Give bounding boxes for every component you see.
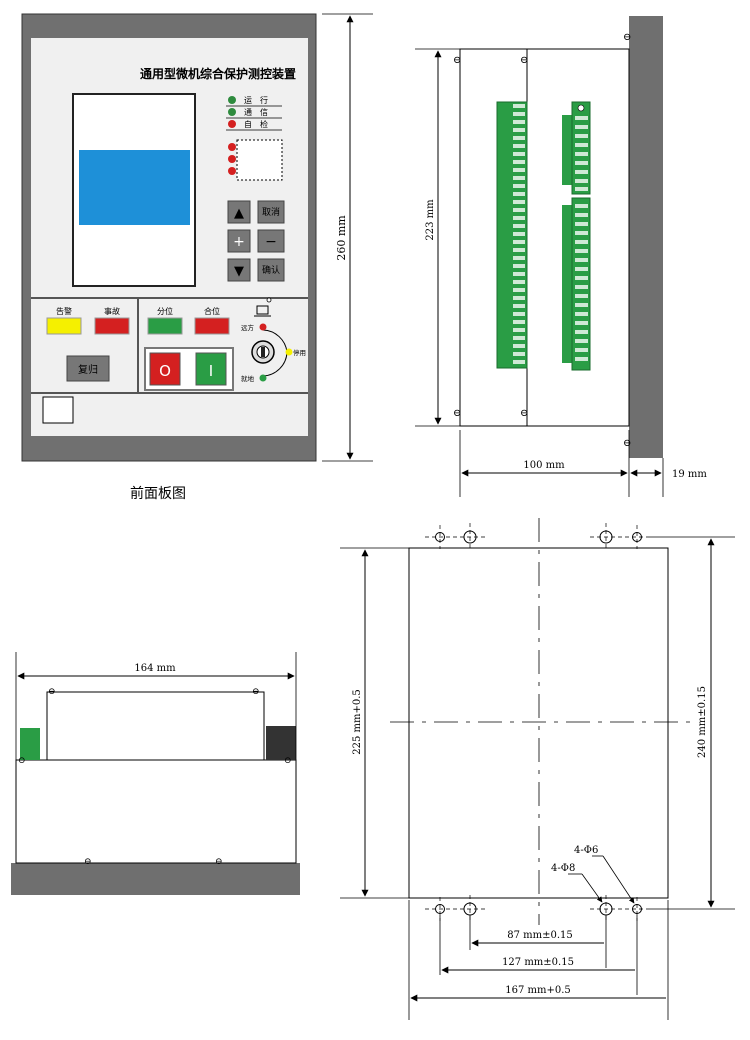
dim-text-100: 100 mm xyxy=(523,460,565,471)
svg-text:⊖: ⊖ xyxy=(18,756,26,766)
led-comm xyxy=(228,108,236,116)
front-panel-caption: 前面板图 xyxy=(130,485,186,502)
key-down-icon: ▼ xyxy=(234,264,244,279)
side-screws: ⊖ ⊖ ⊖ ⊖ ⊖ ⊖ xyxy=(453,32,631,449)
dim-text-167: 167 mm+0.5 xyxy=(505,985,571,996)
alarm-lamp xyxy=(46,317,82,335)
indicator-comm-label: 通 信 xyxy=(244,107,268,117)
svg-text:⊖: ⊖ xyxy=(453,408,461,419)
remote-led xyxy=(259,323,267,331)
led-red-2 xyxy=(228,155,236,163)
key-plus[interactable] xyxy=(227,229,251,253)
svg-text:⊖: ⊖ xyxy=(84,857,92,867)
key-minus[interactable] xyxy=(257,229,285,253)
terminal-block-right-upper xyxy=(562,101,591,195)
key-up[interactable] xyxy=(227,200,251,224)
svg-text:⊖: ⊖ xyxy=(453,55,461,66)
device-title: 通用型微机综合保护测控装置 xyxy=(140,66,296,81)
on-button[interactable] xyxy=(195,352,227,386)
local-label: 就地 xyxy=(241,374,255,383)
dim-text-87: 87 mm±0.15 xyxy=(507,930,573,941)
hole-small-label: 4-Φ6 xyxy=(574,845,598,856)
svg-text:⊖: ⊖ xyxy=(48,687,56,697)
indicator-run-label: 运 行 xyxy=(244,95,268,105)
dim-text-225: 225 mm+0.5 xyxy=(352,689,363,755)
svg-text:⊖: ⊖ xyxy=(284,756,292,766)
keypad: ▲ 取消 + − ▼ 确认 xyxy=(227,200,285,282)
dim-text-164: 164 mm xyxy=(134,663,176,674)
top-view-terminal xyxy=(20,728,40,760)
disable-led xyxy=(285,348,293,356)
dim-text-240: 240 mm±0.15 xyxy=(697,686,708,758)
close-position-label: 合位 xyxy=(204,306,220,316)
front-panel: 通用型微机综合保护测控装置 运 行 通 信 自 检 ▲ 取消 + xyxy=(21,13,373,502)
top-view-connector xyxy=(266,726,296,760)
alarm-label: 告警 xyxy=(56,306,72,316)
open-position-lamp xyxy=(147,317,183,335)
dim-text-260: 260 mm xyxy=(335,215,348,261)
panel-cutout xyxy=(408,547,669,899)
led-red-1 xyxy=(228,143,236,151)
off-symbol: O xyxy=(159,362,171,380)
top-view-rear xyxy=(46,691,265,761)
indicator-selftest-label: 自 检 xyxy=(244,119,268,129)
mounting-wall xyxy=(629,16,663,458)
key-cancel[interactable] xyxy=(257,200,285,224)
key-plus-icon: + xyxy=(233,234,245,250)
status-indicators: 运 行 通 信 自 检 xyxy=(226,95,282,131)
reset-button[interactable] xyxy=(66,355,110,382)
key-down[interactable] xyxy=(227,258,251,282)
top-view: ⊖ ⊖ ⊖ ⊖ ⊖ ⊖ 164 mm xyxy=(11,652,300,895)
led-red-3 xyxy=(228,167,236,175)
top-view-wall xyxy=(11,863,300,895)
svg-text:⊖: ⊖ xyxy=(252,687,260,697)
top-view-case xyxy=(15,759,297,864)
key-confirm[interactable] xyxy=(257,258,285,282)
local-led xyxy=(259,374,267,382)
svg-text:⊖: ⊖ xyxy=(623,438,631,449)
label-window xyxy=(236,139,283,181)
lock-icon xyxy=(256,305,269,315)
led-selftest xyxy=(228,120,236,128)
terminal-block-left xyxy=(496,101,528,369)
svg-text:⊖: ⊖ xyxy=(520,55,528,66)
remote-label: 远方 xyxy=(241,323,255,332)
cutout-drawing: 225 mm+0.5 240 mm±0.15 4-Φ6 4-Φ8 87 mm±0… xyxy=(340,518,735,1020)
open-position-label: 分位 xyxy=(157,306,173,316)
fault-label: 事故 xyxy=(104,306,120,316)
svg-text:⊖: ⊖ xyxy=(215,857,223,867)
dim-text-19: 19 mm xyxy=(672,469,707,480)
led-run xyxy=(228,96,236,104)
key-switch[interactable]: 远方 就地 停用 xyxy=(241,297,306,383)
off-button[interactable] xyxy=(149,352,181,386)
label-box xyxy=(42,396,74,424)
svg-text:⊖: ⊖ xyxy=(623,32,631,43)
svg-text:⊖: ⊖ xyxy=(520,408,528,419)
close-position-lamp xyxy=(194,317,230,335)
top-view-screws: ⊖ ⊖ ⊖ ⊖ ⊖ ⊖ xyxy=(18,687,292,867)
key-minus-icon: − xyxy=(265,234,277,250)
dim-text-127: 127 mm±0.15 xyxy=(502,957,574,968)
key-cancel-label: 取消 xyxy=(262,206,280,218)
key-confirm-label: 确认 xyxy=(262,264,280,276)
reset-label: 复归 xyxy=(78,363,98,376)
fault-lamp xyxy=(94,317,130,335)
side-view: ⊖ ⊖ ⊖ ⊖ ⊖ ⊖ 223 mm xyxy=(415,16,707,497)
hole-large-label: 4-Φ8 xyxy=(551,863,575,874)
disable-label: 停用 xyxy=(293,348,306,357)
terminal-block-right-lower xyxy=(562,197,591,371)
on-symbol: I xyxy=(209,362,213,380)
lcd-display-area xyxy=(79,150,190,225)
key-up-icon: ▲ xyxy=(234,206,244,221)
dim-text-223: 223 mm xyxy=(425,199,436,241)
